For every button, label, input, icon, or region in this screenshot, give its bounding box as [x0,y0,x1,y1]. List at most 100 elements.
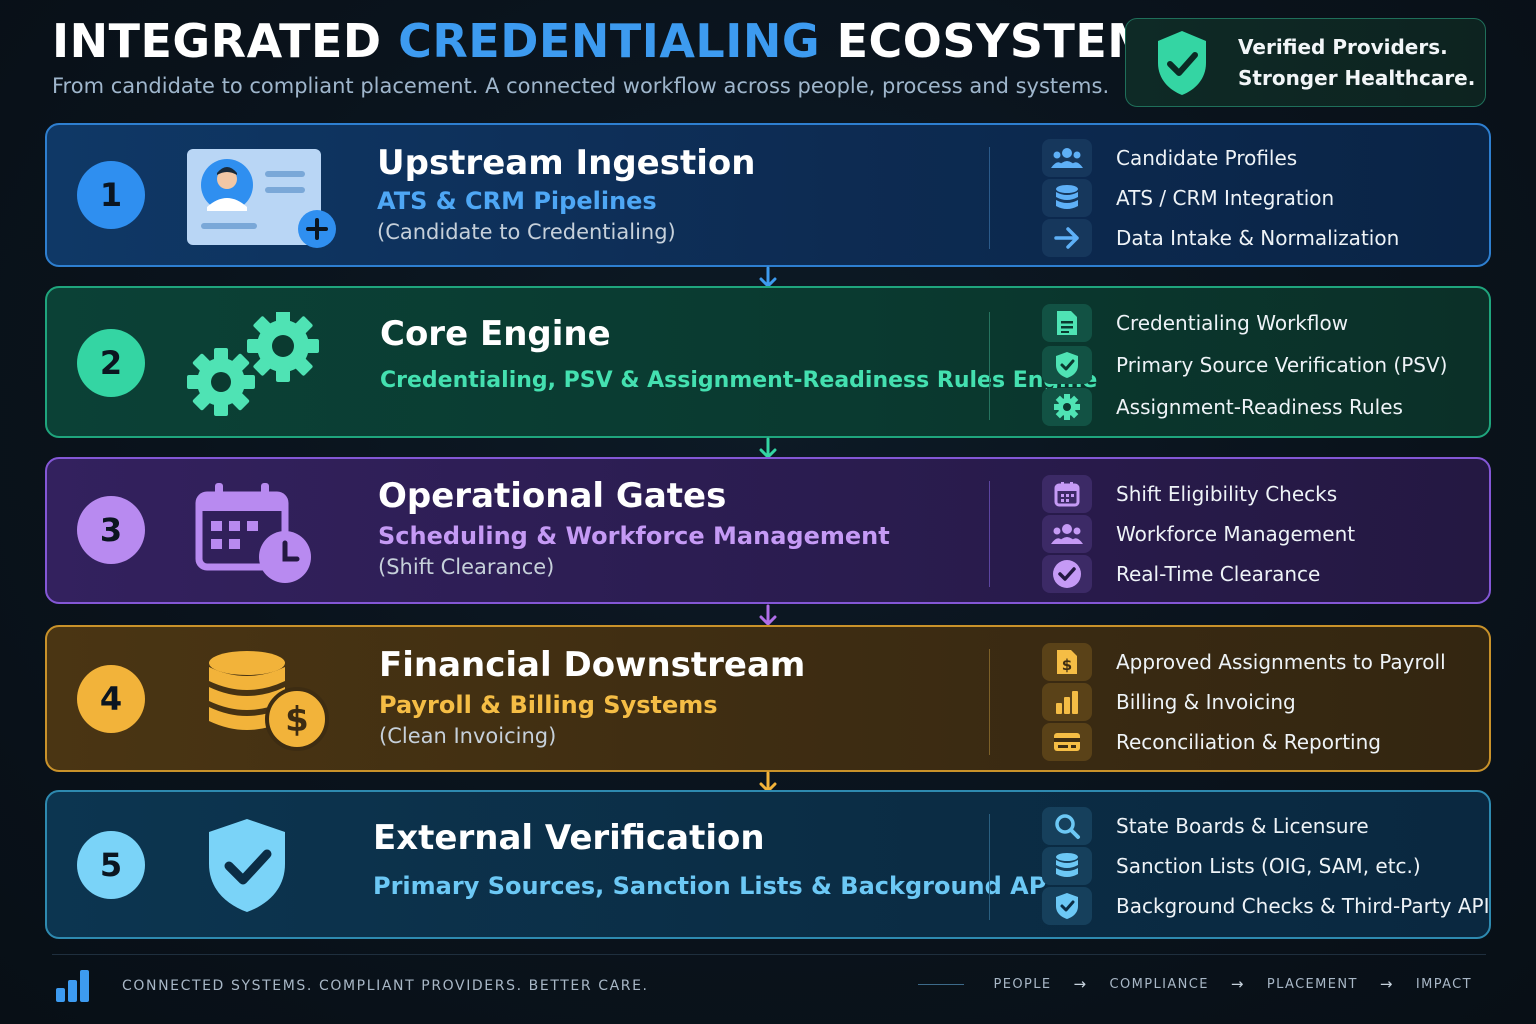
feature-item: Background Checks & Third-Party APIs [1042,886,1491,926]
feature-label: Background Checks & Third-Party APIs [1116,894,1491,918]
tier-title: Upstream Ingestion [377,143,756,183]
feature-label: Reconciliation & Reporting [1116,730,1381,754]
tier-number: 2 [77,329,145,397]
tier-subtitle: ATS & CRM Pipelines [377,187,657,215]
svg-text:$: $ [1062,656,1072,674]
footer-rule [917,983,964,985]
tier-subtitle: Payroll & Billing Systems [379,691,718,719]
flow-arrow-icon: → [1230,975,1245,993]
feature-item: $ Approved Assignments to Payroll [1042,642,1446,682]
feature-list: Credentialing Workflow Primary Source Ve… [1042,302,1447,428]
feature-label: Candidate Profiles [1116,146,1298,170]
tier-financial-downstream: 4 $ Financial Downstream Payroll & Billi… [45,625,1491,772]
tier-title: Operational Gates [378,476,727,516]
calendar-icon [1042,475,1092,513]
shield-check-icon [1042,887,1092,925]
feature-item: Primary Source Verification (PSV) [1042,344,1447,386]
feature-item: Candidate Profiles [1042,138,1399,178]
svg-text:$: $ [285,700,309,740]
divider [989,814,990,920]
badge-line-2: Stronger Healthcare. [1238,65,1476,90]
feature-item: ATS / CRM Integration [1042,178,1399,218]
tier-note: (Shift Clearance) [378,555,555,579]
people-icon [1042,139,1092,177]
tier-core-engine: 2 [45,286,1491,438]
badge-line-1: Verified Providers. [1238,34,1448,59]
feature-label: Sanction Lists (OIG, SAM, etc.) [1116,854,1421,878]
tier-operational-gates: 3 Operational Gates Scheduling & Workfor… [45,457,1491,604]
page-subtitle: From candidate to compliant placement. A… [52,74,1110,98]
bar-chart-icon [56,970,89,1002]
feature-item: Billing & Invoicing [1042,682,1446,722]
flow-step-compliance: COMPLIANCE [1109,976,1209,992]
tier-title: Financial Downstream [379,645,806,685]
page-title: INTEGRATED CREDENTIALING ECOSYSTEM [52,14,1154,68]
tier-subtitle: Scheduling & Workforce Management [378,522,890,550]
tier-title: External Verification [373,818,765,858]
tier-number: 1 [77,161,145,229]
title-accent: CREDENTIALING [398,14,821,68]
database-icon [1042,179,1092,217]
feature-label: Billing & Invoicing [1116,690,1296,714]
tier-upstream-ingestion: 1 Upstream Ingestion ATS & CRM Pipelines… [45,123,1491,267]
coins-dollar-icon: $ [209,651,329,751]
database-icon [1042,847,1092,885]
tier-subtitle: Credentialing, PSV & Assignment-Readines… [380,368,1098,393]
feature-list: Candidate Profiles ATS / CRM Integration… [1042,138,1399,258]
feature-list: $ Approved Assignments to Payroll Billin… [1042,642,1446,762]
candidate-profile-card-icon [187,149,336,248]
gear-icon [1042,388,1092,426]
tier-note: (Candidate to Credentialing) [377,220,676,244]
feature-label: Real-Time Clearance [1116,562,1321,586]
verified-badge: Verified Providers. Stronger Healthcare. [1125,18,1486,107]
feature-list: State Boards & Licensure Sanction Lists … [1042,806,1491,926]
document-icon [1042,304,1092,342]
feature-item: Assignment-Readiness Rules [1042,386,1447,428]
footer-left: CONNECTED SYSTEMS. COMPLIANT PROVIDERS. … [54,968,649,1004]
title-part-1: INTEGRATED [52,14,399,68]
flow-step-placement: PLACEMENT [1266,976,1358,992]
feature-label: ATS / CRM Integration [1116,186,1335,210]
tier-number: 5 [77,831,145,899]
footer-divider [52,954,1486,955]
flow-step-people: PEOPLE [993,976,1052,992]
footer-tagline: CONNECTED SYSTEMS. COMPLIANT PROVIDERS. … [122,978,649,994]
feature-item: Real-Time Clearance [1042,554,1355,594]
feature-label: Shift Eligibility Checks [1116,482,1338,506]
feature-item: Credentialing Workflow [1042,302,1447,344]
feature-item: Shift Eligibility Checks [1042,474,1355,514]
tier-number: 3 [77,496,145,564]
title-part-2: ECOSYSTEM [820,14,1154,68]
shield-check-icon [1042,346,1092,384]
shield-check-icon [1158,30,1206,95]
divider [989,147,990,249]
feature-list: Shift Eligibility Checks Workforce Manag… [1042,474,1355,594]
divider [989,481,990,587]
arrow-right-icon [1042,219,1092,257]
feature-label: State Boards & Licensure [1116,814,1369,838]
bar-chart-icon [1042,683,1092,721]
tier-subtitle: Primary Sources, Sanction Lists & Backgr… [373,872,1047,900]
feature-label: Primary Source Verification (PSV) [1116,353,1448,377]
flow-arrow-icon [759,604,777,626]
tier-external-verification: 5 External Verification Primary Sources,… [45,790,1491,939]
footer-flow: PEOPLE → COMPLIANCE → PLACEMENT → IMPACT [917,975,1472,993]
feature-label: Assignment-Readiness Rules [1116,395,1403,419]
search-icon [1042,807,1092,845]
tier-title: Core Engine [380,314,611,354]
flow-arrow-icon: → [1379,975,1394,993]
feature-item: Data Intake & Normalization [1042,218,1399,258]
gears-icon [187,312,319,416]
feature-label: Data Intake & Normalization [1116,226,1400,250]
dollar-document-icon: $ [1042,643,1092,681]
feature-label: Workforce Management [1116,522,1356,546]
tier-note: (Clean Invoicing) [379,724,557,748]
feature-item: Workforce Management [1042,514,1355,554]
card-icon [1042,723,1092,761]
flow-arrow-icon: → [1073,975,1088,993]
feature-item: State Boards & Licensure [1042,806,1489,846]
feature-label: Approved Assignments to Payroll [1116,650,1446,674]
shield-check-icon [209,819,285,912]
people-icon [1042,515,1092,553]
check-circle-icon [1042,555,1092,593]
